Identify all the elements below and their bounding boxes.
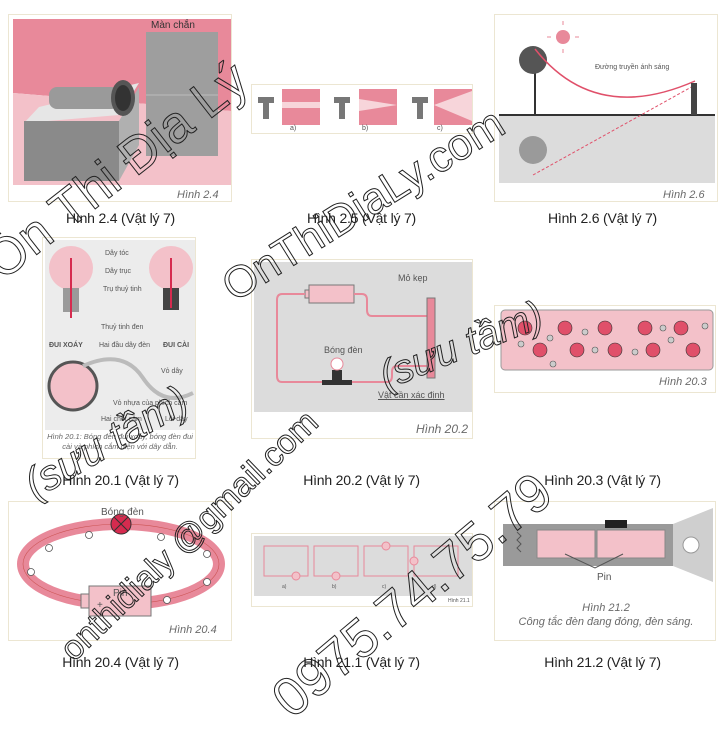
plus-sign: + <box>97 600 103 611</box>
figure-label: Hình 20.4 <box>169 624 217 636</box>
light-path-label: Đường truyền ánh sáng <box>595 64 670 71</box>
figure-label: Hình 2.6 <box>663 189 705 201</box>
figure-21-1-image: a) b) c) d) Hình 21.1 <box>251 533 473 607</box>
figure-2-5-image: a) b) c) <box>251 84 473 134</box>
label-wire-core: Lõi dây <box>165 416 188 423</box>
figure-2-4-image: Màn chắn Hình 2.4 <box>8 14 232 202</box>
figure-caption: Hình 20.1 (Vật lý 7) <box>62 472 179 488</box>
figure-label: Hình 20.3 <box>659 376 707 388</box>
screen-label: Màn chắn <box>151 20 195 31</box>
battery-label: Pin <box>113 588 128 599</box>
bulb-label: Bóng đèn <box>324 345 363 355</box>
label-b: b) <box>332 584 337 590</box>
figure-caption: Hình 2.5 (Vật lý 7) <box>306 210 417 226</box>
figure-caption: Hình 2.6 (Vật lý 7) <box>547 210 658 226</box>
figure-label: Hình 21.2 <box>582 602 630 614</box>
label-c: c) <box>437 125 443 132</box>
figure-20-1-image: Dây tóc Dây trục Trụ thuỷ tinh Thuỷ tinh… <box>42 237 196 459</box>
figure-20-2-image: Mỏ kẹp Bóng đèn Vật cần xác định Hình 20… <box>251 259 473 439</box>
mirage-illustration <box>499 21 715 183</box>
free-electrons-in-metal-illustration <box>500 309 714 371</box>
circuit-test-illustration <box>254 262 472 412</box>
label-bayonet-base: ĐUI CÀI <box>163 342 190 349</box>
figure-label: Hình 21.1 <box>448 598 470 604</box>
label-filament: Dây tóc <box>105 250 129 257</box>
label-wire-sheath: Vỏ dây <box>161 368 183 375</box>
bulb-label: Bóng đèn <box>101 507 144 518</box>
figure-caption: Hình 20.4 (Vật lý 7) <box>62 654 179 670</box>
figure-label: Hình 2.4 <box>177 189 219 201</box>
figure-caption: Hình 20.2 (Vật lý 7) <box>303 472 420 488</box>
label-c: c) <box>382 584 387 590</box>
label-plug-casing: Vỏ nhựa của phích cắm <box>113 400 188 407</box>
figure-caption: Hình 2.4 (Vật lý 7) <box>65 210 176 226</box>
figure-21-2-image: Pin Hình 21.2 Công tắc đèn đang đóng, đè… <box>494 501 716 641</box>
figure-caption: Hình 20.3 (Vật lý 7) <box>544 472 661 488</box>
clamp-label: Mỏ kẹp <box>398 273 428 283</box>
label-plug-pins: Hai chốt cắm <box>101 416 142 423</box>
figure-20-3-image: Hình 20.3 <box>494 305 716 393</box>
flashlight-cutaway-illustration <box>503 508 713 582</box>
figure-caption: Hình 21.1 (Vật lý 7) <box>303 654 420 670</box>
label-b: b) <box>362 125 369 132</box>
label-glass-stem: Trụ thuỷ tinh <box>103 286 142 293</box>
label-black-glass: Thuỷ tinh đen <box>101 324 144 331</box>
flashlight-screen-illustration <box>13 19 231 185</box>
figure-caption: Hình 21.2 (Vật lý 7) <box>544 654 661 670</box>
figure-description: Hình 20.1: Bóng đèn đui xoáy, bóng đèn đ… <box>47 432 193 451</box>
battery-label: Pin <box>597 572 612 583</box>
label-a: a) <box>282 584 287 590</box>
label-a: a) <box>290 125 297 132</box>
test-object-label: Vật cần xác định <box>378 390 445 400</box>
figure-20-4-image: Bóng đèn Pin + Hình 20.4 <box>8 501 232 641</box>
figure-label: Hình 20.2 <box>416 422 469 436</box>
four-circuit-diagrams <box>254 536 472 596</box>
label-d: d) <box>432 584 437 590</box>
light-beam-diagrams <box>258 89 472 125</box>
label-screw-base: ĐUI XOÁY <box>49 342 83 349</box>
label-wire-ends: Hai đầu dây đèn <box>99 342 150 349</box>
light-bulbs-and-plug-illustration <box>45 240 195 430</box>
label-support-wire: Dây trục <box>105 268 132 275</box>
figure-2-6-image: Đường truyền ánh sáng Hình 2.6 <box>494 14 718 202</box>
electron-flow-circuit-illustration <box>17 513 225 617</box>
figure-sublabel: Công tắc đèn đang đóng, đèn sáng. <box>518 616 694 628</box>
